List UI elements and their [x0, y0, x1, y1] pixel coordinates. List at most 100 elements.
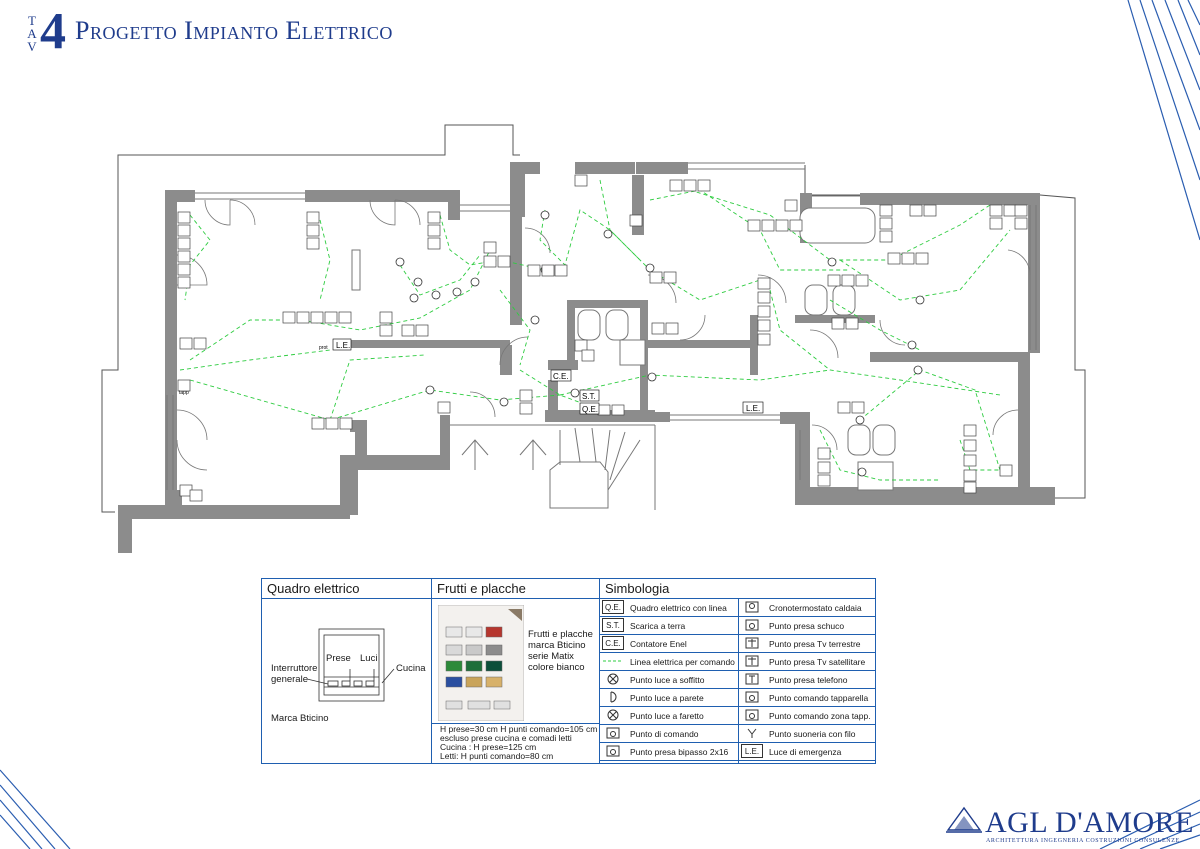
simbologia-row: L.E. Luce di emergenza — [739, 743, 876, 761]
floor-plan: L.E. L.E. C.E. S.T. Q.E. prot tapp — [101, 124, 1086, 553]
legend-simbologia-column: Simbologia Q.E. Quadro elettrico con line… — [600, 579, 876, 763]
simbologia-symbol — [741, 690, 763, 704]
simbologia-symbol — [602, 690, 624, 704]
frutti-desc-line-1: Frutti e placche — [528, 629, 593, 640]
quadro-generale-label: generale — [271, 674, 308, 685]
quadro-prese-label: Prese — [326, 653, 351, 664]
simbologia-row: Punto presa Tv satellitare — [739, 653, 876, 671]
tav-letter-v: V — [27, 39, 37, 54]
legend-quadro-column: Quadro elettrico Interruttore generale P… — [262, 579, 432, 763]
legend-quadro-heading: Quadro elettrico — [262, 579, 431, 599]
quadro-interruttore-label: Interruttore — [271, 663, 318, 674]
simbologia-label: Punto presa bipasso 2x16 — [630, 747, 729, 757]
logo-mark-icon — [946, 806, 982, 833]
simbologia-label: Punto presa Tv terrestre — [769, 639, 861, 649]
simbologia-row: Punto presa schuco — [739, 617, 876, 635]
simbologia-symbol — [602, 744, 624, 758]
simbologia-symbol — [741, 600, 763, 614]
quadro-marca-label: Marca Bticino — [271, 713, 329, 724]
logo-name: AGL D'AMORE — [985, 806, 1194, 839]
simbologia-row: Punto luce a soffitto — [600, 671, 738, 689]
tav-label: T A V — [22, 14, 42, 53]
logo-subtitle: ARCHITETTURA INGEGNERIA COSTRUZIONI CONS… — [986, 838, 1180, 844]
simbologia-row: Linea elettrica per comando — [600, 653, 738, 671]
simbologia-row: Punto presa Tv terrestre — [739, 635, 876, 653]
tav-letter-a: A — [27, 26, 37, 41]
simbologia-row: Q.E. Quadro elettrico con linea — [600, 599, 738, 617]
simbologia-label: Quadro elettrico con linea — [630, 603, 727, 613]
frutti-note-3: Cucina : H prese=125 cm — [440, 742, 537, 752]
simbologia-symbol — [741, 636, 763, 650]
simbologia-label: Cronotermostato caldaia — [769, 603, 862, 613]
simbologia-label: Punto luce a soffitto — [630, 675, 705, 685]
ceiling-lights — [395, 210, 925, 477]
simbologia-label: Linea elettrica per comando — [630, 657, 735, 667]
quadro-diagram — [306, 628, 395, 702]
simbologia-row: S.T. Scarica a terra — [600, 617, 738, 635]
simbologia-row: Punto presa telefono — [739, 671, 876, 689]
quadro-cucina-label: Cucina — [396, 663, 426, 674]
simbologia-symbol — [602, 654, 624, 668]
simbologia-row: Punto comando tapparella — [739, 689, 876, 707]
plan-label-le-1: L.E. — [336, 341, 350, 350]
page-title: Progetto Impianto Elettrico — [75, 16, 393, 45]
outlet-boxes — [177, 174, 1028, 502]
simbologia-label: Punto luce a parete — [630, 693, 704, 703]
simbologia-symbol — [741, 708, 763, 722]
simbologia-label: Punto presa Tv satellitare — [769, 657, 866, 667]
simbologia-label: Punto comando zona tapp. — [769, 711, 871, 721]
simbologia-symbol — [741, 726, 763, 740]
frutti-note-1: H prese=30 cm H punti comando=105 cm — [440, 724, 598, 734]
simbologia-row: Cronotermostato caldaia — [739, 599, 876, 617]
legend-simbologia-heading: Simbologia — [600, 579, 876, 599]
plan-label-le-2: L.E. — [746, 404, 760, 413]
plan-label-st: S.T. — [582, 392, 596, 401]
frutti-note-2: escluso prese cucina e comadi letti — [440, 733, 572, 743]
simbologia-symbol: C.E. — [602, 636, 624, 650]
simbologia-symbol: L.E. — [741, 744, 763, 758]
simbologia-symbol — [602, 672, 624, 686]
simbologia-symbol — [741, 654, 763, 668]
simbologia-row: Punto comando zona tapp. — [739, 707, 876, 725]
windows — [166, 162, 1037, 490]
simbologia-symbol — [602, 708, 624, 722]
simbologia-symbol: S.T. — [602, 618, 624, 632]
plan-label-tapp: tapp — [179, 390, 189, 396]
simbologia-symbol — [741, 672, 763, 686]
tav-letter-t: T — [28, 13, 36, 28]
frutti-desc-line-2: marca Bticino — [528, 640, 586, 651]
simbologia-symbol: Q.E. — [602, 600, 624, 614]
plan-label-qe: Q.E. — [582, 405, 598, 414]
bathroom-fixtures — [351, 207, 896, 491]
simbologia-symbol — [602, 726, 624, 740]
simbologia-row: Punto luce a parete — [600, 689, 738, 707]
legend-frutti-heading: Frutti e placche — [432, 579, 599, 599]
simbologia-row: C.E. Contatore Enel — [600, 635, 738, 653]
frutti-description: Frutti e placche marca Bticino serie Mat… — [528, 629, 593, 673]
simbologia-label: Punto presa schuco — [769, 621, 845, 631]
simbologia-label: Punto presa telefono — [769, 675, 848, 685]
simbologia-row: Punto di comando — [600, 725, 738, 743]
plan-label-prot: prot — [319, 345, 328, 351]
simbologia-label: Contatore Enel — [630, 639, 687, 649]
frutti-catalog-image — [438, 605, 524, 721]
doors — [176, 199, 1031, 471]
terrace-outline-left — [101, 124, 520, 513]
plan-label-ce: C.E. — [553, 372, 569, 381]
simbologia-label: Punto suoneria con filo — [769, 729, 856, 739]
frutti-notes: H prese=30 cm H punti comando=105 cm esc… — [440, 725, 597, 761]
frutti-desc-line-3: serie Matix — [528, 651, 574, 662]
legend-frutti-column: Frutti e placche Frutti e placche marca … — [432, 579, 600, 763]
simbologia-symbol — [741, 618, 763, 632]
simbologia-row: Punto presa bipasso 2x16 — [600, 743, 738, 761]
frutti-desc-line-4: colore bianco — [528, 662, 585, 673]
simbologia-label: Luce di emergenza — [769, 747, 842, 757]
simbologia-row: Punto luce a faretto — [600, 707, 738, 725]
simbologia-label: Scarica a terra — [630, 621, 686, 631]
frutti-note-4: Letti: H punti comando=80 cm — [440, 751, 554, 761]
simbologia-row: Punto suoneria con filo — [739, 725, 876, 743]
legend-table: Quadro elettrico Interruttore generale P… — [261, 578, 876, 764]
terrace-outline-right — [804, 165, 1086, 499]
simbologia-label: Punto di comando — [630, 729, 699, 739]
